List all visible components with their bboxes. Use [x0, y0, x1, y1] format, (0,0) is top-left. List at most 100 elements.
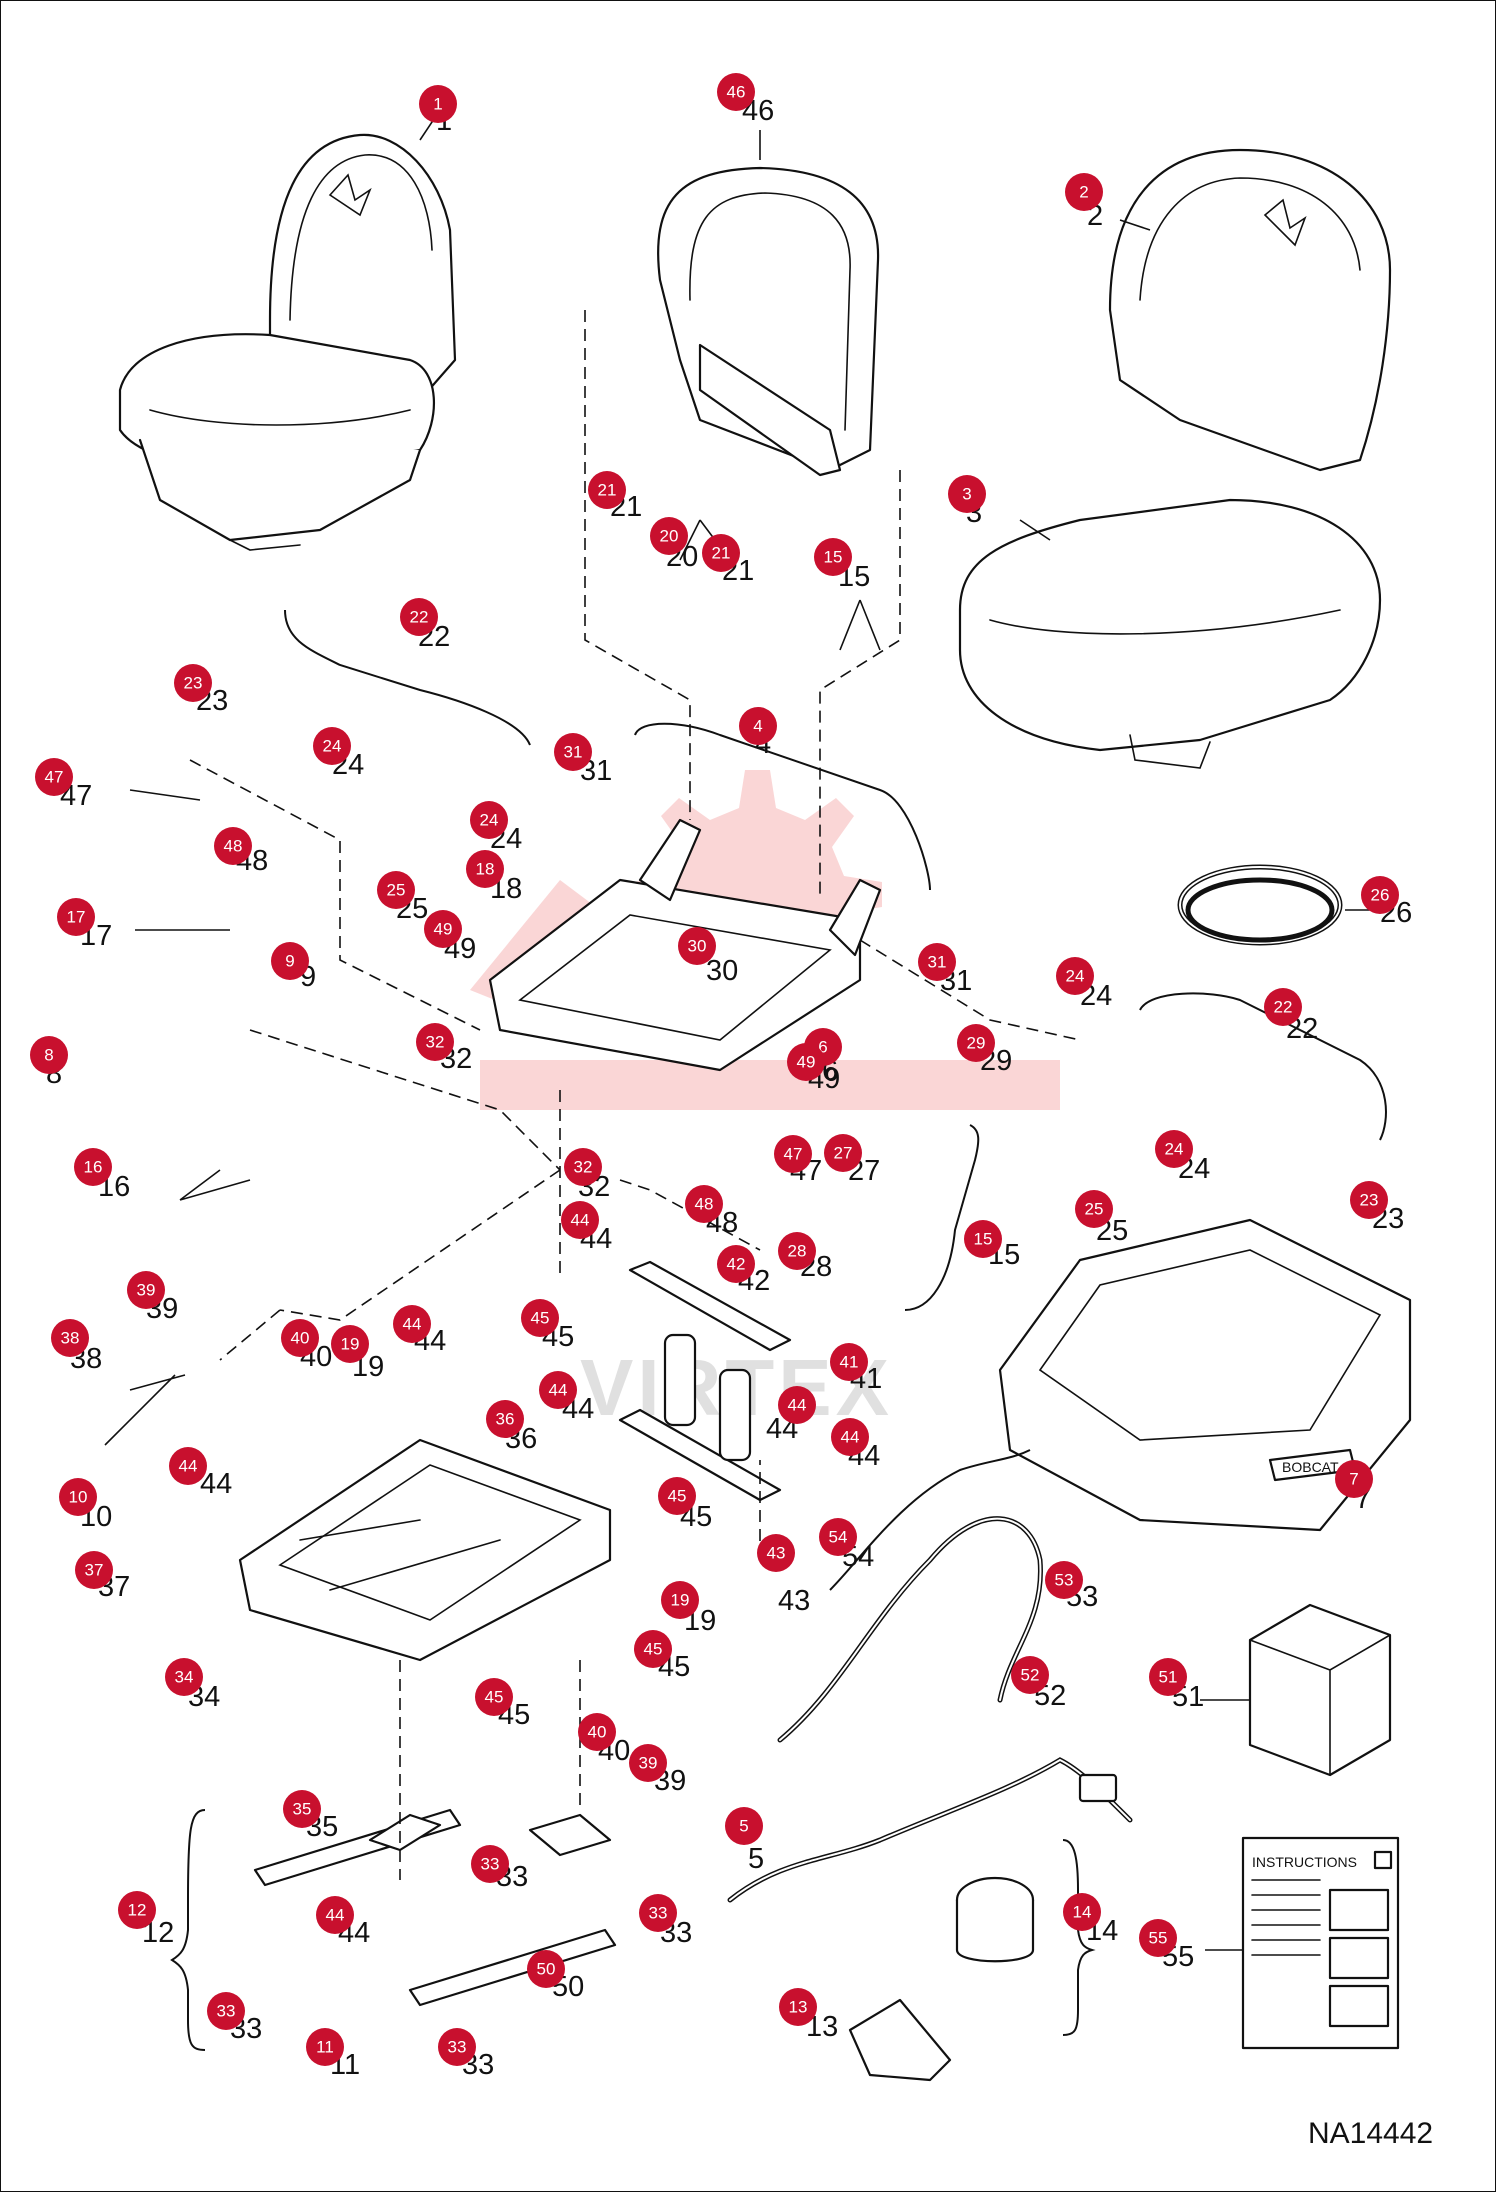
- callout-badge: 1: [419, 85, 457, 123]
- callout-number: 25: [1085, 1200, 1104, 1219]
- part-backrest-frame: [657, 166, 880, 477]
- part-wiring-harness: [777, 1516, 1043, 1743]
- callout-number: 33: [649, 1904, 668, 1923]
- callout-number: 16: [84, 1158, 103, 1177]
- callout-number: 27: [834, 1144, 853, 1163]
- callout-badge: 44: [316, 1896, 354, 1934]
- callout-number: 44: [571, 1211, 590, 1230]
- callout-badge: 15: [964, 1220, 1002, 1258]
- label-part-30: 30: [706, 955, 738, 987]
- callout-number: 17: [67, 908, 86, 927]
- callout-number: 6: [818, 1038, 827, 1057]
- callout-badge: 53: [1045, 1561, 1083, 1599]
- callout-badge: 25: [377, 871, 415, 909]
- figure-id: NA14442: [1308, 2117, 1433, 2150]
- callout-badge: 21: [588, 471, 626, 509]
- callout-number: 48: [695, 1195, 714, 1214]
- callout-number: 19: [671, 1591, 690, 1610]
- callout-number: 24: [1165, 1140, 1184, 1159]
- callout-number: 28: [788, 1242, 807, 1261]
- callout-badge: 29: [957, 1024, 995, 1062]
- callout-number: 21: [598, 481, 617, 500]
- callout-number: 21: [712, 544, 731, 563]
- callout-number: 43: [767, 1544, 786, 1563]
- part-guide-rails: [618, 1260, 792, 1502]
- callout-badge: 4: [739, 707, 777, 745]
- callout-number: 51: [1159, 1668, 1178, 1687]
- callout-badge: 26: [1361, 876, 1399, 914]
- callout-badge: 40: [281, 1319, 319, 1357]
- callout-badge: 18: [466, 850, 504, 888]
- label-part-5: 5: [748, 1843, 764, 1875]
- callout-badge: 51: [1149, 1658, 1187, 1696]
- callout-badge: 21: [702, 534, 740, 572]
- callout-badge: 45: [658, 1477, 696, 1515]
- callout-badge: 27: [824, 1134, 862, 1172]
- callout-number: 45: [668, 1487, 687, 1506]
- callout-number: 24: [1066, 967, 1085, 986]
- callout-badge: 39: [629, 1744, 667, 1782]
- callout-badge: 16: [74, 1148, 112, 1186]
- callout-number: 33: [481, 1855, 500, 1874]
- part-suspension-base: [238, 1438, 612, 1662]
- callout-badge: 24: [313, 727, 351, 765]
- callout-badge: 44: [169, 1447, 207, 1485]
- part-kit-box: [1248, 1603, 1392, 1777]
- callout-badge: 52: [1011, 1656, 1049, 1694]
- callout-number: 26: [1371, 886, 1390, 905]
- callout-number: 35: [293, 1800, 312, 1819]
- callout-badge: 13: [779, 1988, 817, 2026]
- callout-number: 44: [841, 1428, 860, 1447]
- callout-badge: 44: [539, 1371, 577, 1409]
- part-slide-rails: [253, 1808, 617, 2007]
- callout-number: 22: [410, 608, 429, 627]
- leader-lines: [104, 109, 1380, 1951]
- callout-badge: 31: [554, 733, 592, 771]
- brand-plate-text: BOBCAT: [1282, 1459, 1339, 1475]
- callout-number: 42: [727, 1255, 746, 1274]
- callout-number: 55: [1149, 1929, 1168, 1948]
- callout-badge: 24: [470, 801, 508, 839]
- callout-badge: 48: [685, 1185, 723, 1223]
- callout-badge: 28: [778, 1232, 816, 1270]
- callout-number: 53: [1055, 1571, 1074, 1590]
- callout-number: 4: [753, 717, 762, 736]
- callout-badge: 38: [51, 1319, 89, 1357]
- part-motor: [848, 1876, 1035, 2082]
- part-seat-cushion: [958, 498, 1382, 769]
- callout-number: 31: [564, 743, 583, 762]
- callout-number: 31: [928, 953, 947, 972]
- callout-number: 23: [1360, 1191, 1379, 1210]
- callout-badge: 23: [1350, 1181, 1388, 1219]
- callout-number: 2: [1079, 183, 1088, 202]
- callout-badge: 33: [207, 1992, 245, 2030]
- callout-number: 33: [217, 2002, 236, 2021]
- callout-number: 49: [797, 1053, 816, 1072]
- callout-badge: 10: [59, 1478, 97, 1516]
- callout-number: 3: [962, 485, 971, 504]
- callout-number: 19: [341, 1335, 360, 1354]
- callout-number: 45: [644, 1640, 663, 1659]
- callout-number: 44: [326, 1906, 345, 1925]
- callout-number: 37: [85, 1561, 104, 1580]
- callout-number: 13: [789, 1998, 808, 2017]
- callout-number: 30: [688, 937, 707, 956]
- callout-number: 32: [426, 1033, 445, 1052]
- part-seat-frame: [488, 818, 882, 1072]
- assembly-lines: [189, 310, 1081, 1880]
- callout-badge: 40: [578, 1713, 616, 1751]
- callout-number: 39: [639, 1754, 658, 1773]
- callout-badge: 44: [561, 1201, 599, 1239]
- callout-badge: 37: [75, 1551, 113, 1589]
- part-seat-assembly: [118, 133, 457, 551]
- callout-number: 36: [496, 1410, 515, 1429]
- callout-number: 23: [184, 674, 203, 693]
- callout-number: 9: [285, 952, 294, 971]
- callout-badge: 44: [393, 1305, 431, 1343]
- callout-badge: 49: [424, 910, 462, 948]
- callout-number: 29: [967, 1034, 986, 1053]
- callout-badge: 12: [118, 1891, 156, 1929]
- callout-number: 8: [44, 1046, 53, 1065]
- callout-number: 15: [974, 1230, 993, 1249]
